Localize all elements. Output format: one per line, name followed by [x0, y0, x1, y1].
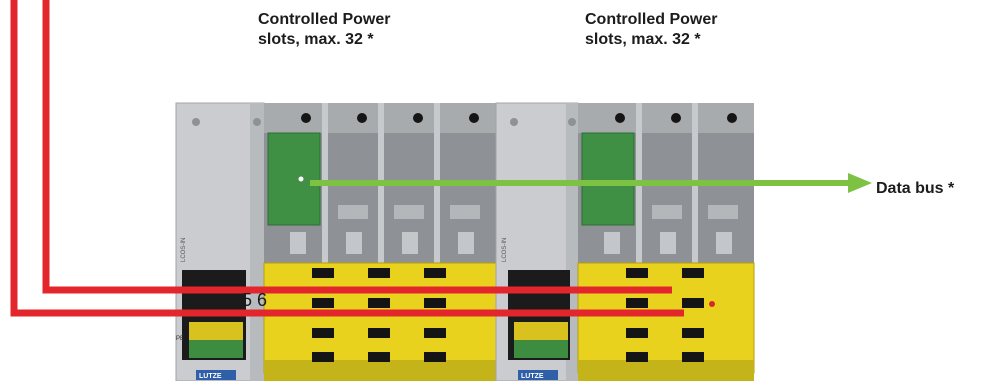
controlled-power-label-1-line1: Controlled Power	[258, 11, 391, 28]
module-right-side-text: LCOS-IN	[502, 238, 508, 262]
terminal-bridge	[368, 268, 390, 278]
pe-terminal-green	[189, 340, 243, 358]
terminal-bridge	[368, 328, 390, 338]
power-module-left: LCOS-IN L N PE LUTZE	[175, 102, 497, 382]
terminal-bridge	[312, 328, 334, 338]
mount-hole-icon	[469, 113, 479, 123]
slot-latch	[290, 232, 306, 254]
terminal-label-pe: PE	[176, 336, 184, 342]
terminal-bridge	[626, 298, 648, 308]
terminal-strip-bottom-right	[578, 360, 754, 381]
mount-hole-icon	[301, 113, 311, 123]
mount-hole-icon	[413, 113, 423, 123]
terminal-bridge	[312, 352, 334, 362]
terminal-bridge	[368, 352, 390, 362]
mount-hole-icon	[615, 113, 625, 123]
status-led-icon	[709, 301, 715, 307]
brand-badge-right	[518, 370, 558, 380]
brand-text-left: LUTZE	[199, 373, 222, 380]
data-bus-label: Data bus *	[876, 180, 955, 197]
controlled-power-label-2: Controlled Power slots, max. 32 *	[585, 10, 717, 50]
slot-latch	[458, 232, 474, 254]
brand-text-right: LUTZE	[521, 373, 544, 380]
slot-latch	[346, 232, 362, 254]
screw-icon	[192, 118, 200, 126]
terminal-bridge	[424, 328, 446, 338]
slot-contact	[450, 205, 480, 219]
pe-terminal-green	[514, 340, 568, 358]
screw-icon	[568, 118, 576, 126]
terminal-bridge	[368, 298, 390, 308]
mount-hole-icon	[671, 113, 681, 123]
terminal-strip-right	[577, 262, 755, 374]
terminal-bridge	[312, 268, 334, 278]
mount-hole-icon	[357, 113, 367, 123]
terminal-bridge	[682, 298, 704, 308]
terminal-bridge	[626, 268, 648, 278]
slot-contact	[708, 205, 738, 219]
controlled-power-label-1-line2: slots, max. 32 *	[258, 31, 374, 48]
terminal-bridge	[424, 352, 446, 362]
controlled-power-label-2-line2: slots, max. 32 *	[585, 31, 701, 48]
pe-terminal-yellow	[514, 322, 568, 340]
data-bus-arrow	[298, 173, 872, 193]
controlled-power-label-2-line1: Controlled Power	[585, 11, 718, 28]
slot-contact	[338, 205, 368, 219]
module-left-side-text: LCOS-IN	[181, 238, 187, 262]
slot-contact	[394, 205, 424, 219]
wire-l	[42, 0, 672, 294]
screw-icon	[253, 118, 261, 126]
slot-latch	[604, 232, 620, 254]
module-left-housing-edge	[250, 103, 264, 381]
slot-contact	[652, 205, 682, 219]
terminal-bridge	[682, 352, 704, 362]
slot-latch	[660, 232, 676, 254]
terminal-bridge	[424, 268, 446, 278]
data-bus-arrowhead	[848, 173, 872, 193]
terminal-bridge	[424, 298, 446, 308]
wire-n	[10, 0, 684, 317]
terminal-bridge	[626, 328, 648, 338]
terminal-bridge	[626, 352, 648, 362]
terminal-bridge	[682, 268, 704, 278]
power-module-right: LCOS-IN LUTZE	[495, 102, 755, 382]
slot-top-strip-right	[578, 103, 754, 133]
brand-badge-left	[196, 370, 236, 380]
pe-terminal-yellow	[189, 322, 243, 340]
overlay-digits: 5 6	[242, 290, 267, 310]
controller-board-right	[581, 132, 635, 226]
terminal-bridge	[312, 298, 334, 308]
mount-hole-icon	[727, 113, 737, 123]
controller-board-left	[267, 132, 321, 226]
terminal-bridge	[682, 328, 704, 338]
slot-latch	[716, 232, 732, 254]
slot-latch	[402, 232, 418, 254]
screw-icon	[510, 118, 518, 126]
terminal-strip-bottom-left	[264, 360, 496, 381]
controlled-power-label-1: Controlled Power slots, max. 32 *	[258, 10, 390, 50]
supply-wires	[10, 0, 684, 317]
data-bus-origin-dot	[298, 176, 304, 182]
